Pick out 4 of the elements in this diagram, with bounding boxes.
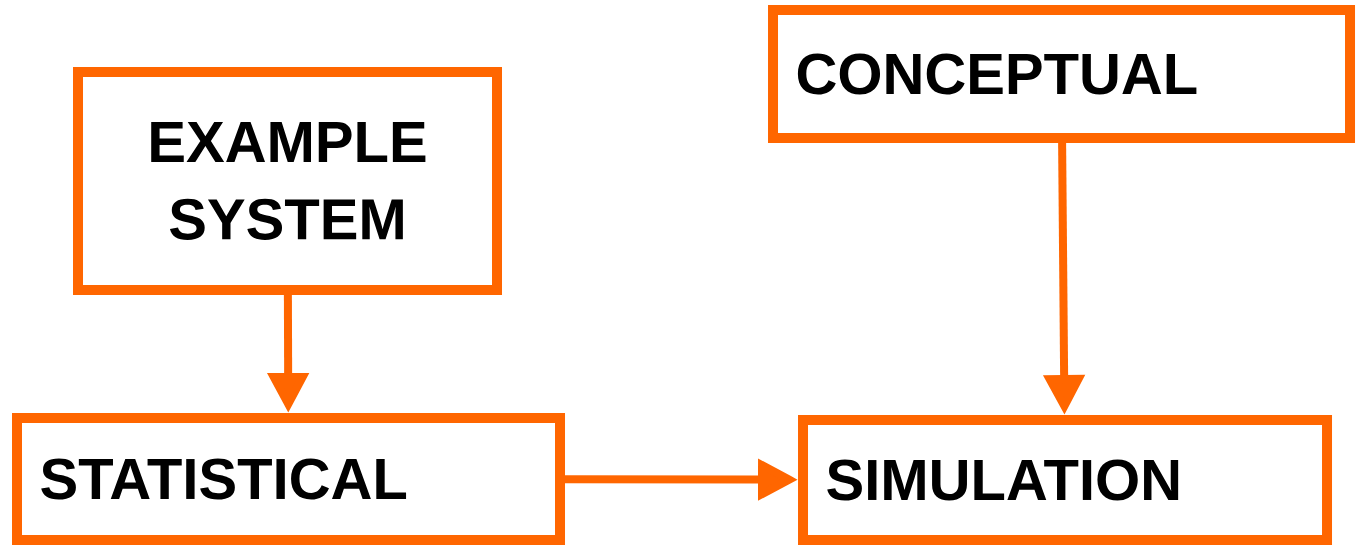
- process-box: SIMULATION: [798, 415, 1332, 545]
- process-box: EXAMPLE SYSTEM: [73, 67, 502, 295]
- process-box: CONCEPTUAL: [768, 5, 1355, 143]
- process-box: STATISTICAL: [12, 413, 565, 545]
